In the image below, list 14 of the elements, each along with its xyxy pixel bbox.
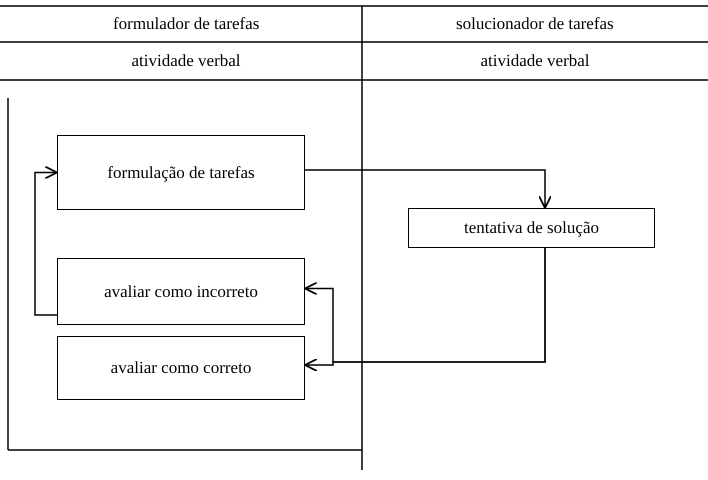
process-box xyxy=(57,258,305,325)
box-text: avaliar como correto xyxy=(110,358,252,378)
box-text: tentativa de solução xyxy=(464,218,599,238)
box-text: formulação de tarefas xyxy=(107,162,255,182)
process-box xyxy=(57,135,305,210)
header-cell-text: atividade verbal xyxy=(132,51,241,71)
header-cell-text: solucionador de tarefas xyxy=(456,14,614,34)
box-text: avaliar como incorreto xyxy=(104,282,258,302)
process-box xyxy=(408,208,655,248)
header-cell-text: formulador de tarefas xyxy=(113,14,260,34)
process-box xyxy=(57,336,305,400)
header-cell-text: atividade verbal xyxy=(480,51,590,71)
arrow xyxy=(305,169,552,209)
arrow xyxy=(34,166,58,316)
